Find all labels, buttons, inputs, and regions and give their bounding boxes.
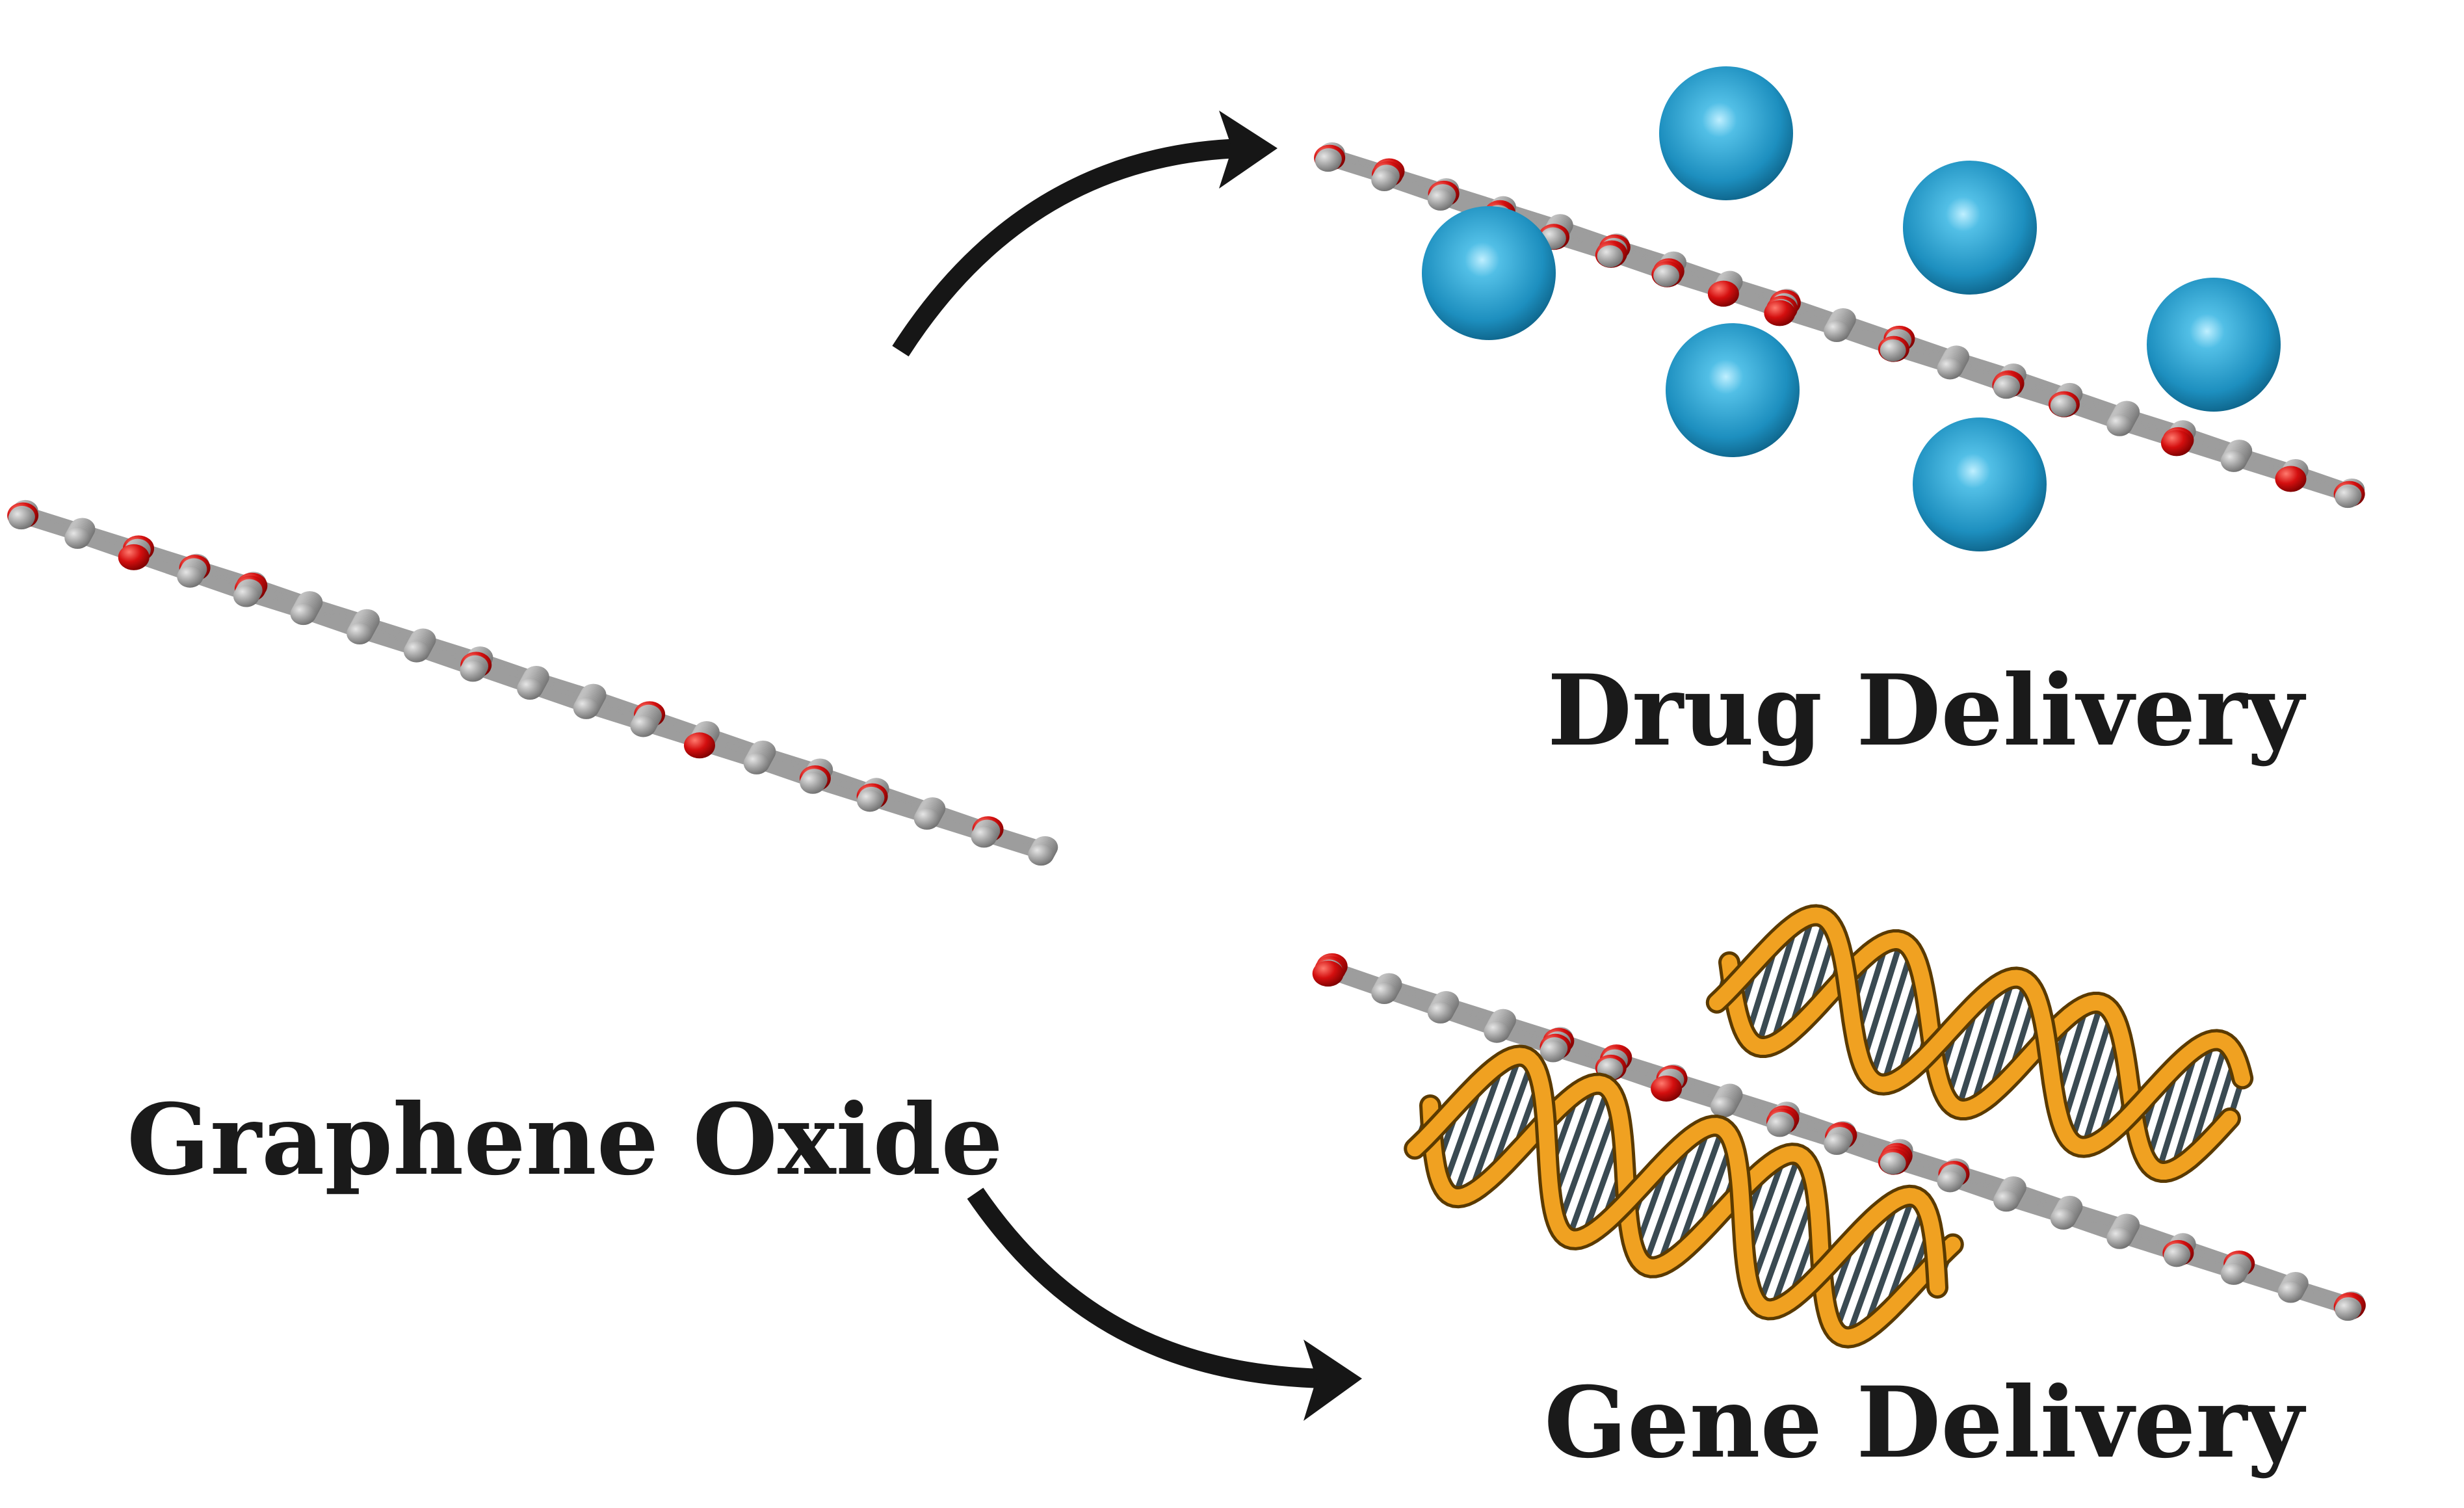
- drug-molecule-sphere: [1659, 66, 1793, 200]
- dna-base-pair: [1955, 984, 2000, 1110]
- dna-base-pair: [1868, 949, 1915, 1081]
- carbon-atom: [177, 565, 203, 588]
- carbon-atom: [2335, 486, 2361, 509]
- carbon-atom: [517, 678, 544, 700]
- carbon-atom: [1315, 150, 1341, 172]
- dna-base-pair: [1748, 1154, 1802, 1290]
- carbon-atom: [2106, 414, 2133, 436]
- carbon-atom: [2050, 394, 2077, 417]
- dna-base-pair: [1556, 1087, 1612, 1228]
- oxygen-atom: [1707, 280, 1739, 307]
- carbon-atom: [8, 507, 34, 530]
- carbon-atom: [2163, 1245, 2190, 1267]
- carbon-atom: [2106, 1226, 2133, 1249]
- oxygen-atom: [1312, 960, 1344, 987]
- drug-molecule-sphere: [2147, 278, 2281, 412]
- carbon-atom: [1597, 245, 1623, 268]
- dna-double-helix: [1404, 904, 2254, 1349]
- dna-base-pair: [1756, 1165, 1812, 1306]
- carbon-atom: [1937, 357, 1963, 380]
- carbon-atom: [1880, 339, 1906, 362]
- carbon-atom: [630, 715, 657, 737]
- carbon-atom: [233, 585, 259, 607]
- carbon-atom: [1937, 1170, 1963, 1193]
- carbon-atom: [2335, 1299, 2361, 1321]
- dna-base-pair: [1861, 1195, 1916, 1332]
- carbon-atom: [1371, 982, 1398, 1005]
- carbon-atom: [1427, 1001, 1454, 1024]
- dna-base-pair: [1859, 940, 1904, 1066]
- graphene-oxide-label: Graphene Oxide: [127, 1083, 1003, 1197]
- drug-graphene-sheet: [1314, 142, 2365, 509]
- carbon-atom: [2220, 1262, 2247, 1285]
- graphene-oxide-sheet: [7, 499, 1058, 866]
- dna-base-pair: [1969, 977, 2016, 1109]
- dna-base-pair: [2060, 1002, 2104, 1128]
- curved-arrow-up: [892, 111, 1278, 357]
- carbon-atom: [2277, 1280, 2304, 1303]
- carbon-atom: [1371, 169, 1398, 192]
- carbon-atom: [1993, 1189, 2019, 1212]
- dna-base-pair: [2069, 1011, 2115, 1143]
- carbon-atom: [1710, 1095, 1737, 1118]
- dna-base-pair: [1452, 1061, 1506, 1198]
- carbon-atom: [1028, 843, 1055, 866]
- dna-backbone: [1722, 933, 2238, 1180]
- drug-molecule-sphere: [1903, 161, 2037, 295]
- carbon-atom: [1540, 1040, 1566, 1063]
- drug-molecule-sphere: [1422, 206, 1556, 340]
- carbon-atom: [1427, 188, 1454, 211]
- carbon-atom: [2050, 1207, 2077, 1230]
- carbon-atom: [1653, 264, 1680, 287]
- dna-backbone: [1422, 1076, 1961, 1345]
- dna-base-pair: [2155, 1046, 2200, 1172]
- dna-backbone: [1407, 1048, 1945, 1317]
- dna-base-pair: [1467, 1054, 1523, 1195]
- drug-molecule-sphere: [1913, 417, 2047, 551]
- oxygen-atom: [1764, 300, 1796, 326]
- carbon-atom: [573, 696, 599, 719]
- drug-delivery-label: Drug Delivery: [1547, 654, 2306, 768]
- drug-molecules: [1422, 66, 2281, 551]
- oxygen-atom: [683, 732, 715, 759]
- carbon-atom: [971, 825, 997, 848]
- carbon-atom: [1824, 1133, 1850, 1156]
- oxygen-atom: [2160, 430, 2192, 456]
- carbon-atom: [1766, 1115, 1793, 1137]
- carbon-atom: [403, 640, 430, 663]
- carbon-atom: [347, 622, 373, 644]
- dna-base-pair: [1566, 1103, 1620, 1239]
- gene-graphene-sheet: [1312, 953, 2366, 1321]
- carbon-atom: [800, 771, 826, 794]
- dna-backbone: [1709, 907, 2251, 1155]
- carbon-atom: [290, 603, 317, 626]
- gene-delivery-label: Gene Delivery: [1544, 1366, 2306, 1480]
- dna-base-pair: [1845, 1198, 1900, 1339]
- oxygen-atom: [118, 544, 150, 570]
- dna-base-pair: [1656, 1126, 1712, 1267]
- carbon-atom: [743, 752, 770, 774]
- oxygen-atom: [1651, 1075, 1683, 1102]
- oxygen-atom: [2275, 466, 2307, 492]
- carbon-atom: [913, 807, 940, 830]
- carbon-atom: [2220, 449, 2247, 472]
- carbon-atom: [1824, 320, 1850, 343]
- carbon-atom: [1993, 377, 2019, 399]
- carbon-atom: [460, 659, 486, 682]
- curved-arrow-down: [967, 1187, 1362, 1421]
- carbon-atom: [1880, 1152, 1906, 1174]
- carbon-atom: [64, 527, 91, 549]
- dna-base-pair: [2169, 1039, 2216, 1171]
- dna-base-pair: [1755, 921, 1800, 1048]
- carbon-atom: [856, 789, 883, 812]
- drug-molecule-sphere: [1666, 323, 1800, 457]
- carbon-atom: [1484, 1020, 1510, 1043]
- dna-base-pair: [1769, 914, 1816, 1046]
